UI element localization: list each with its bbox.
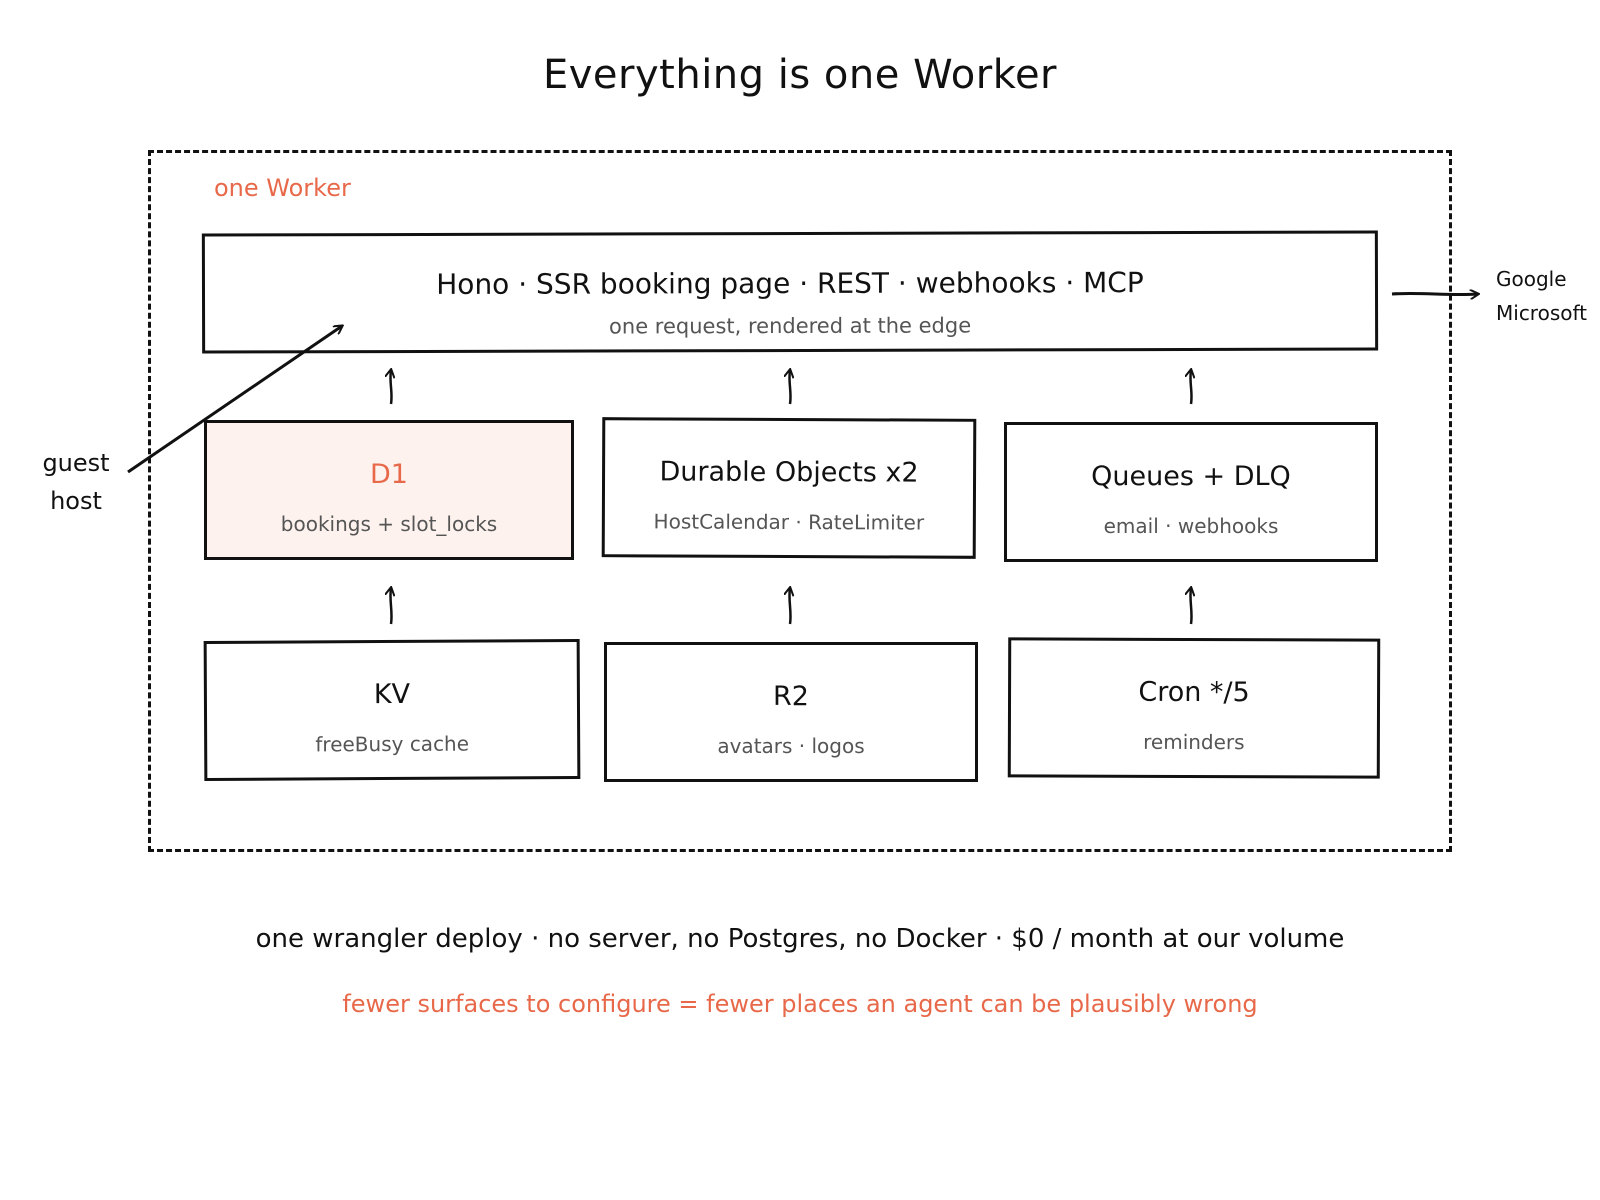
- diagram-title: Everything is one Worker: [542, 52, 1057, 98]
- arrow-top-to-external: [1391, 293, 1478, 294]
- r2-title: R2: [773, 681, 809, 712]
- arrow-d1-up: [390, 370, 391, 405]
- arrow-cron-up: [1190, 588, 1191, 625]
- actor-guest: guest: [42, 449, 110, 477]
- box-queues: Queues + DLQ email · webhooks: [1004, 422, 1378, 562]
- external-microsoft: Microsoft: [1496, 301, 1588, 325]
- arrow-queues-up: [1190, 370, 1191, 405]
- box-r2: R2 avatars · logos: [604, 642, 978, 782]
- actors-label: guest host: [36, 444, 116, 520]
- worker-boundary: [148, 150, 1452, 852]
- d1-title: D1: [370, 459, 408, 490]
- worker-label: one Worker: [214, 174, 351, 202]
- actor-host: host: [50, 487, 102, 515]
- arrow-actors-to-top: [127, 326, 342, 474]
- d1-subtitle: bookings + slot_locks: [280, 512, 498, 536]
- queues-subtitle: email · webhooks: [1103, 514, 1279, 538]
- external-services-label: Google Microsoft: [1496, 262, 1587, 330]
- footer-summary: one wrangler deploy · no server, no Post…: [255, 924, 1345, 954]
- external-google: Google: [1496, 267, 1567, 291]
- footer-note: fewer surfaces to configure = fewer plac…: [342, 990, 1258, 1018]
- arrow-r2-up: [789, 588, 790, 625]
- arrow-kv-up: [390, 588, 391, 625]
- box-d1: D1 bookings + slot_locks: [204, 420, 574, 560]
- queues-title: Queues + DLQ: [1091, 461, 1291, 492]
- r2-subtitle: avatars · logos: [717, 734, 865, 758]
- arrow-do-up: [789, 370, 790, 405]
